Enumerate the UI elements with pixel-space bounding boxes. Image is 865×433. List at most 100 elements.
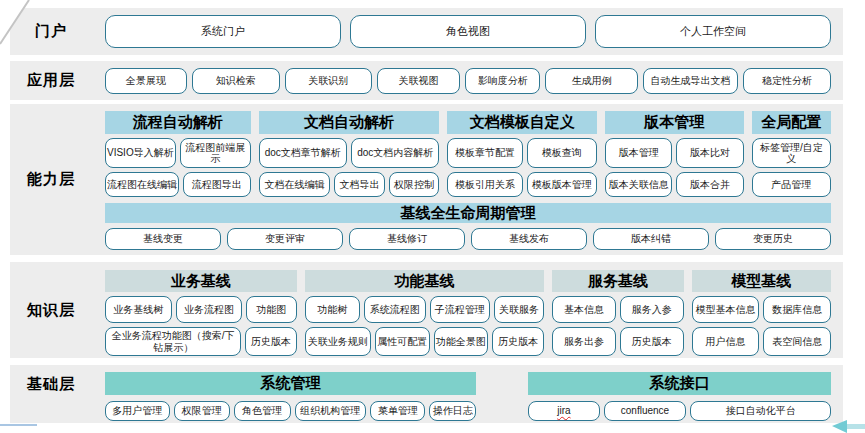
diagram-box: 业务基线树 [105, 296, 172, 323]
diagram-box: 角色管理 [234, 401, 291, 421]
diagram-box: 历史版本 [492, 327, 544, 356]
diagram-box: 基线变更 [105, 228, 221, 250]
diagram-box: 关联识别 [285, 68, 372, 94]
diagram-box: 多用户管理 [105, 401, 170, 421]
capability-bar: 基线全生命周期管理 [105, 203, 831, 223]
diagram-box: 版本关联信息 [605, 172, 672, 197]
diagram-box: 稳定性分析 [743, 68, 831, 94]
diagram-box: 子流程管理 [430, 296, 490, 323]
layer-label: 知识层 [10, 262, 92, 358]
diagram-box: 流程图前端展示 [180, 138, 251, 168]
diagram-box: 功能图 [246, 296, 296, 323]
diagram-box: 关联业务规则 [305, 327, 372, 356]
layer-label: 应用层 [10, 61, 92, 100]
diagram-box: 角色视图 [350, 15, 586, 48]
diagram-box: 数据库信息 [763, 296, 831, 323]
group-header: 版本管理 [605, 111, 744, 134]
diagram-box: VISIO导入解析 [105, 138, 176, 168]
diagram-box: 历史版本 [620, 327, 684, 356]
layer-knowledge: 知识层 业务基线 业务基线树 业务流程图 功能图 全业务流程功能图（搜索/下钻展… [10, 262, 843, 358]
base-group: 系统接口 jira confluence 接口自动化平台 [528, 372, 831, 421]
diagram-box: 版本合并 [676, 172, 743, 197]
diagram-box: 文档在线编辑 [259, 172, 331, 197]
base-group: 系统管理 多用户管理 权限管理 角色管理 组织机构管理 菜单管理 操作日志 [105, 372, 476, 421]
diagram-box: 用户信息 [692, 327, 760, 356]
diagram-box: 流程图在线编辑 [105, 172, 179, 197]
diagram-box: 基线修订 [349, 228, 465, 250]
diagram-box: 文档导出 [334, 172, 385, 197]
group-header: 全局配置 [752, 111, 831, 134]
diagram-box: 菜单管理 [370, 401, 425, 421]
layer-application: 应用层 全景展现 知识检索 关联识别 关联视图 影响度分析 生成用例 自动生成导… [10, 61, 843, 100]
diagram-box: 功能全景图 [434, 327, 489, 356]
diagram-box: 权限控制 [389, 172, 440, 197]
diagram-box: 生成用例 [545, 68, 638, 94]
group-header: 流程自动解析 [105, 111, 251, 134]
layer-portal: 门户 系统门户 角色视图 个人工作空间 [10, 8, 843, 55]
diagram-box: 关联服务 [494, 296, 545, 323]
group-header: 模型基线 [692, 270, 831, 292]
diagram-box: 产品管理 [752, 172, 831, 197]
diagram-box: 模板引用关系 [447, 172, 522, 197]
layer-label: 基础层 [10, 365, 92, 423]
capability-group: 文档自动解析 doc文档章节解析 doc文档内容解析 文档在线编辑 文档导出 权… [259, 111, 440, 197]
diagram-box: 影响度分析 [465, 68, 540, 94]
diagram-box: confluence [604, 401, 687, 421]
bottom-left-line-decoration [0, 424, 37, 426]
diagram-box: 模型基本信息 [692, 296, 760, 323]
diagram-box: 基本信息 [552, 296, 616, 323]
diagram-box: 属性可配置 [375, 327, 430, 356]
diagram-box: 关联视图 [377, 68, 460, 94]
diagram-box: 模板章节配置 [447, 138, 522, 168]
diagram-box: 操作日志 [429, 401, 476, 421]
diagram-box: jira [528, 401, 599, 421]
capability-group: 文档模板自定义 模板章节配置 模板查询 模板引用关系 模板版本管理 [447, 111, 597, 197]
diagram-box: 功能树 [305, 296, 360, 323]
diagram-box: 变更历史 [715, 228, 831, 250]
knowledge-group: 业务基线 业务基线树 业务流程图 功能图 全业务流程功能图（搜索/下钻展示） 历… [105, 270, 297, 356]
diagram-box: 业务流程图 [176, 296, 243, 323]
diagram-box: 系统流程图 [364, 296, 426, 323]
group-header: 文档自动解析 [259, 111, 440, 134]
diagram-box: 变更评审 [227, 228, 343, 250]
diagram-box: 流程图导出 [183, 172, 251, 197]
diagram-box: 版本管理 [605, 138, 672, 168]
layer-base: 基础层 系统管理 多用户管理 权限管理 角色管理 组织机构管理 菜单管理 操作日… [10, 365, 843, 423]
diagram-box: 基线发布 [471, 228, 587, 250]
left-arrow-decoration [831, 420, 865, 433]
knowledge-group: 功能基线 功能树 系统流程图 子流程管理 关联服务 关联业务规则 属性可配置 功… [305, 270, 545, 356]
knowledge-group: 模型基线 模型基本信息 数据库信息 用户信息 表空间信息 [692, 270, 831, 356]
diagram-box: 服务出参 [552, 327, 616, 356]
diagram-box: 历史版本 [245, 327, 296, 356]
diagram-box: 表空间信息 [763, 327, 831, 356]
layer-label: 能力层 [10, 104, 92, 255]
group-header: 功能基线 [305, 270, 545, 292]
diagram-box: 全景展现 [105, 68, 187, 94]
diagram-box: 组织机构管理 [295, 401, 367, 421]
group-header: 系统管理 [105, 372, 476, 395]
diagram-box: 个人工作空间 [595, 15, 831, 48]
capability-group: 全局配置 标签管理/自定义 产品管理 [752, 111, 831, 197]
capability-group: 流程自动解析 VISIO导入解析 流程图前端展示 流程图在线编辑 流程图导出 [105, 111, 251, 197]
diagram-box: doc文档章节解析 [259, 138, 347, 168]
slide-corner-decoration [0, 0, 32, 46]
diagram-box: 模板查询 [527, 138, 598, 168]
group-header: 系统接口 [528, 372, 831, 395]
diagram-box: 标签管理/自定义 [752, 138, 831, 168]
group-header: 文档模板自定义 [447, 111, 597, 134]
capability-group: 版本管理 版本管理 版本比对 版本关联信息 版本合并 [605, 111, 744, 197]
group-header: 业务基线 [105, 270, 297, 292]
diagram-box: 服务入参 [620, 296, 684, 323]
group-header: 服务基线 [552, 270, 683, 292]
diagram-box: 版本比对 [676, 138, 743, 168]
diagram-box: 接口自动化平台 [690, 401, 831, 421]
knowledge-group: 服务基线 基本信息 服务入参 服务出参 历史版本 [552, 270, 683, 356]
diagram-box: 模板版本管理 [527, 172, 598, 197]
diagram-box: 版本纠错 [593, 228, 709, 250]
diagram-box: doc文档内容解析 [351, 138, 439, 168]
diagram-box: 全业务流程功能图（搜索/下钻展示） [105, 327, 241, 356]
layer-capability: 能力层 流程自动解析 VISIO导入解析 流程图前端展示 流程图在线编辑 流程图… [10, 104, 843, 255]
diagram-box: 自动生成导出文档 [643, 68, 738, 94]
diagram-box: 权限管理 [174, 401, 230, 421]
diagram-box: 知识检索 [192, 68, 280, 94]
